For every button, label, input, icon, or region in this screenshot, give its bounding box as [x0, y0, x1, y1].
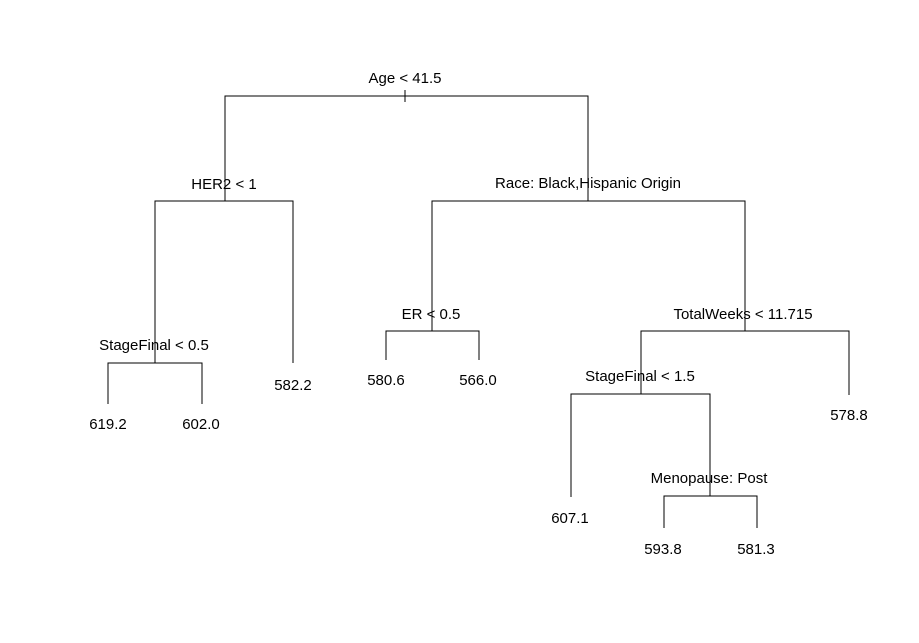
- edge-her2: [154, 200, 294, 363]
- leaf-593-8: 593.8: [644, 541, 682, 558]
- edge-menopause: [663, 495, 758, 528]
- edge-race: [431, 200, 746, 331]
- edge-age: [224, 95, 589, 201]
- leaf-581-3: 581.3: [737, 541, 775, 558]
- split-label-age: Age < 41.5: [369, 70, 442, 87]
- split-label-totalweeks: TotalWeeks < 11.715: [673, 306, 812, 323]
- split-label-er: ER < 0.5: [402, 306, 461, 323]
- split-label-her2: HER2 < 1: [191, 176, 256, 193]
- leaf-580-6: 580.6: [367, 372, 405, 389]
- leaf-578-8: 578.8: [830, 407, 868, 424]
- leaf-607-1: 607.1: [551, 510, 589, 527]
- leaf-619-2: 619.2: [89, 416, 127, 433]
- edge-totalweeks: [640, 330, 850, 395]
- leaf-582-2: 582.2: [274, 377, 312, 394]
- split-label-menopause: Menopause: Post: [651, 470, 769, 487]
- edge-stagefinal-1: [107, 362, 203, 404]
- split-label-stagefinal-2: StageFinal < 1.5: [585, 368, 695, 385]
- split-label-race: Race: Black,Hispanic Origin: [495, 175, 681, 192]
- edge-stagefinal-2: [570, 393, 711, 497]
- leaf-602-0: 602.0: [182, 416, 220, 433]
- split-label-stagefinal-1: StageFinal < 0.5: [99, 337, 209, 354]
- leaf-566-0: 566.0: [459, 372, 497, 389]
- edge-er: [385, 330, 480, 360]
